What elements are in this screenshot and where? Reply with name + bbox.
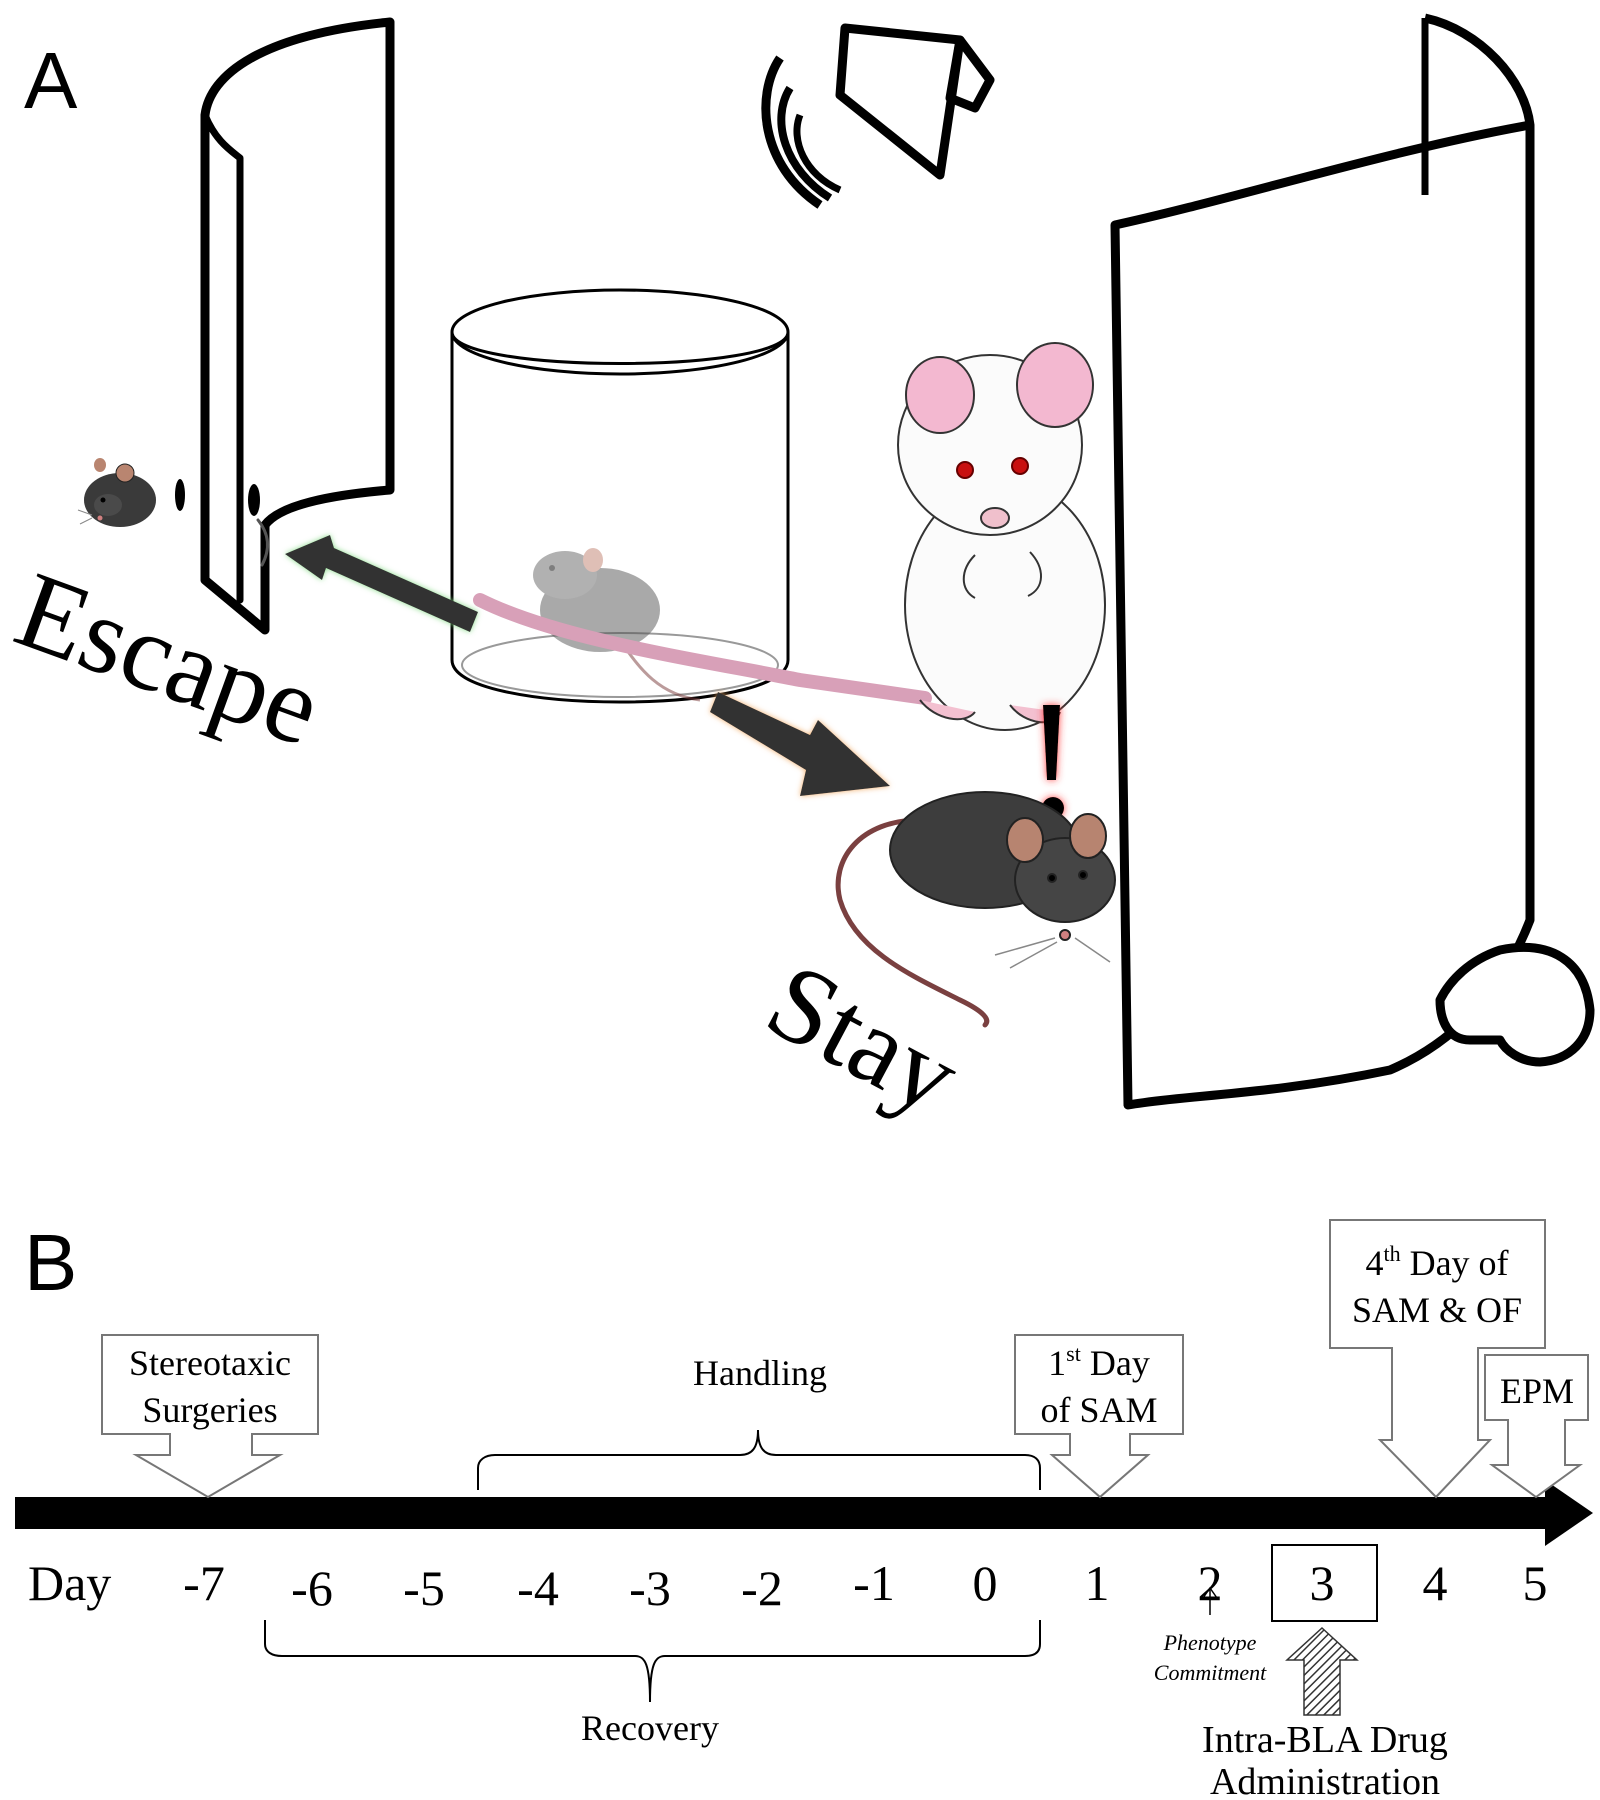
handling-brace [477,1429,1041,1490]
fourth-day-num: 4 [1365,1243,1383,1283]
day-tick: -6 [291,1560,333,1616]
day-3-box [1271,1544,1378,1622]
fourth-day-sup: th [1383,1241,1400,1266]
fourth-day-callout: 4th Day of SAM & OF [1329,1219,1546,1499]
first-day-rest: Day [1081,1343,1150,1383]
recovery-label: Recovery [581,1708,719,1748]
handling-label: Handling [693,1353,827,1393]
fourth-day-line2: SAM & OF [1352,1290,1522,1330]
day-tick: -4 [517,1560,559,1616]
first-day-line1: 1st Day [1048,1341,1150,1383]
phenotype-line1: Phenotype [1163,1630,1257,1655]
first-day-callout: 1st Day of SAM [1014,1334,1184,1499]
day-tick: 0 [973,1555,998,1611]
surgeries-line2: Surgeries [142,1390,277,1430]
white-rat [473,342,1106,731]
drug-line2: Administration [1210,1761,1440,1800]
escape-tube [200,17,395,635]
day-tick: 1 [1085,1555,1110,1611]
surgeries-line1: Stereotaxic [129,1343,291,1383]
day-label: Day [28,1555,111,1611]
day-tick: 5 [1523,1555,1548,1611]
timeline-arrow [15,1480,1593,1546]
day-tick: -1 [853,1555,895,1611]
epm-callout: EPM [1484,1354,1589,1499]
phenotype-line2: Commitment [1154,1660,1267,1685]
escape-arrow [285,535,478,632]
day-tick: 3 [1310,1555,1335,1611]
fourth-day-rest: Day of [1401,1243,1509,1283]
black-mouse-stay [835,791,1116,1028]
panel-b-label: B [24,1218,77,1307]
first-day-num: 1 [1048,1343,1066,1383]
escape-label: Escape [2,548,336,769]
speaker-icon [761,23,995,209]
drug-arrow [1285,1626,1359,1716]
black-mouse-escape [77,458,185,527]
recovery-brace [264,1620,1041,1703]
day-tick: -5 [403,1560,445,1616]
first-day-sup: st [1066,1341,1081,1366]
day-tick: -2 [741,1560,783,1616]
center-cylinder [450,288,790,704]
epm-label: EPM [1500,1371,1574,1411]
day-tick: 4 [1423,1555,1448,1611]
drug-line1: Intra-BLA Drug [1202,1719,1448,1761]
stay-arrow [710,692,890,796]
panel-a-label: A [24,36,78,125]
exclamation-icon [1042,705,1064,819]
day-ticks: -7 -6 -5 -4 -3 -2 -1 0 1 2 3 4 5 [183,1555,1547,1616]
stay-tube [1110,13,1595,1110]
day-tick: -3 [629,1560,671,1616]
fourth-day-line1: 4th Day of [1365,1241,1508,1283]
phenotype-arrow [1202,1586,1218,1615]
day-tick: -7 [183,1555,225,1611]
stay-label: Stay [749,938,979,1138]
first-day-line2: of SAM [1040,1390,1157,1430]
surgeries-callout: Stereotaxic Surgeries [101,1334,319,1499]
